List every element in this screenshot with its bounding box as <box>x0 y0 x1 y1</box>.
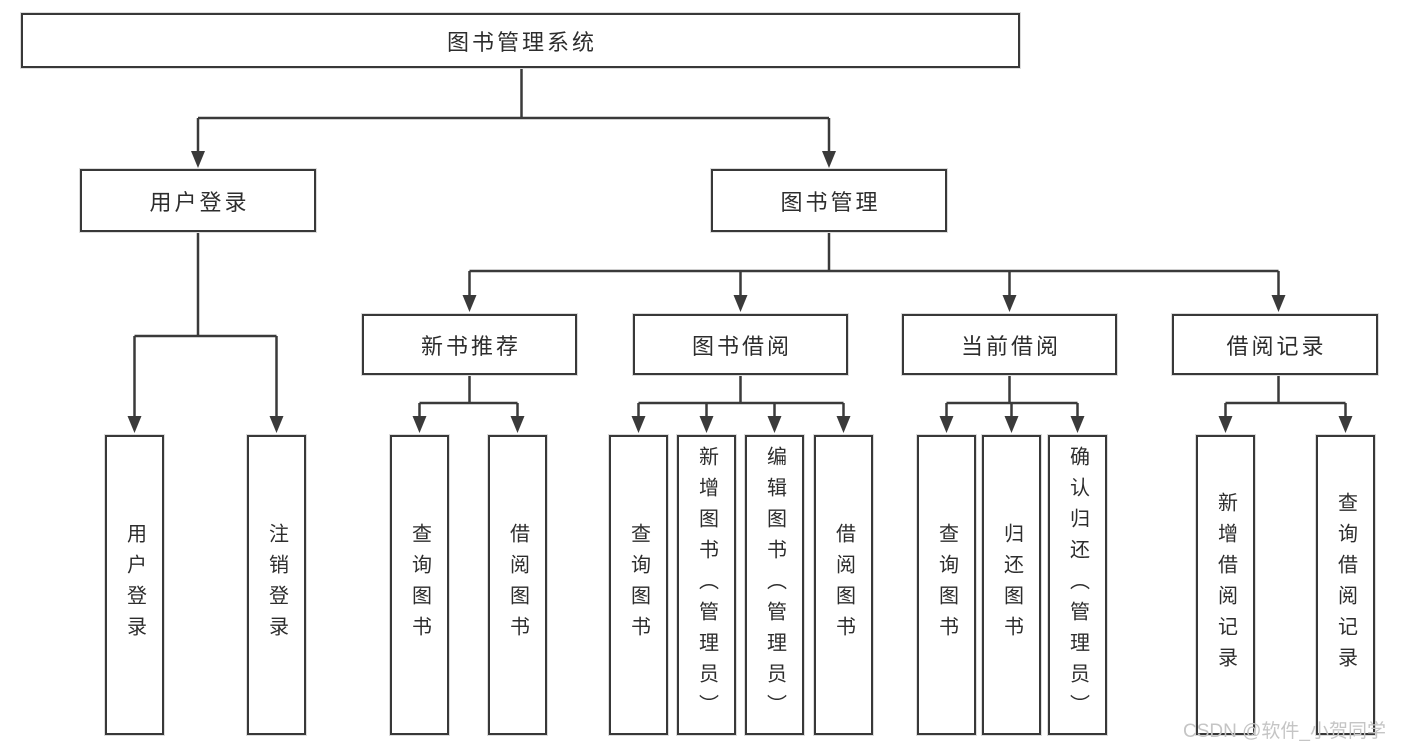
leaf-add-borrow-record-label: 新增借阅记录 <box>1214 492 1237 678</box>
leaf-query-books-2-label: 查询图书 <box>627 523 650 647</box>
watermark: CSDN @软件_小贺同学 <box>1183 721 1386 742</box>
arrowhead <box>1004 416 1019 433</box>
leaf-borrow-books-1-label: 借阅图书 <box>506 523 529 647</box>
node-book-borrow-label: 图书借阅 <box>691 333 792 359</box>
arrowhead <box>191 151 205 168</box>
node-user-login: 用户登录 <box>80 169 316 232</box>
leaf-user-login-label: 用户登录 <box>123 523 146 647</box>
arrowhead <box>127 416 142 433</box>
node-book-management: 图书管理 <box>711 169 947 232</box>
leaf-edit-books-admin-label: 编辑图书（管理员） <box>763 445 786 725</box>
leaf-edit-books-admin: 编辑图书（管理员） <box>745 435 804 735</box>
arrowhead <box>1338 416 1353 433</box>
node-book-borrow: 图书借阅 <box>633 314 848 375</box>
leaf-borrow-books-1: 借阅图书 <box>488 435 547 735</box>
node-root: 图书管理系统 <box>21 13 1020 68</box>
leaf-user-login: 用户登录 <box>105 435 164 735</box>
arrowhead <box>1218 416 1233 433</box>
arrowhead <box>822 151 836 168</box>
arrowhead <box>699 416 714 433</box>
arrowhead <box>510 416 525 433</box>
leaf-add-books-admin: 新增图书（管理员） <box>677 435 736 735</box>
leaf-logout-label: 注销登录 <box>265 523 288 647</box>
arrowhead <box>836 416 851 433</box>
leaf-query-books-3: 查询图书 <box>917 435 976 735</box>
leaf-query-borrow-record: 查询借阅记录 <box>1316 435 1375 735</box>
arrowhead <box>412 416 427 433</box>
leaf-return-books-label: 归还图书 <box>1000 523 1023 647</box>
leaf-borrow-books-2: 借阅图书 <box>814 435 873 735</box>
arrowhead <box>1002 295 1017 312</box>
arrowheads <box>127 151 1353 433</box>
leaf-add-books-admin-label: 新增图书（管理员） <box>695 445 718 725</box>
arrowhead <box>631 416 646 433</box>
arrowhead <box>767 416 782 433</box>
arrowhead <box>1070 416 1085 433</box>
leaf-return-books: 归还图书 <box>982 435 1041 735</box>
leaf-query-books-1-label: 查询图书 <box>408 523 431 647</box>
arrowhead <box>1271 295 1286 312</box>
node-current-borrow-label: 当前借阅 <box>960 333 1061 359</box>
node-new-book-recommend-label: 新书推荐 <box>420 333 521 359</box>
leaf-logout: 注销登录 <box>247 435 306 735</box>
node-book-management-label: 图书管理 <box>780 189 881 215</box>
leaf-add-borrow-record: 新增借阅记录 <box>1196 435 1255 735</box>
node-new-book-recommend: 新书推荐 <box>362 314 577 375</box>
node-current-borrow: 当前借阅 <box>902 314 1117 375</box>
arrowhead <box>939 416 954 433</box>
leaf-borrow-books-2-label: 借阅图书 <box>832 523 855 647</box>
node-borrow-records-label: 借阅记录 <box>1226 333 1327 359</box>
tree-edges <box>133 68 1347 417</box>
arrowhead <box>733 295 748 312</box>
node-user-login-label: 用户登录 <box>149 189 250 215</box>
leaf-confirm-return-admin: 确认归还（管理员） <box>1048 435 1107 735</box>
node-borrow-records: 借阅记录 <box>1172 314 1378 375</box>
arrowhead <box>269 416 284 433</box>
arrowhead <box>462 295 477 312</box>
leaf-query-books-2: 查询图书 <box>609 435 668 735</box>
leaf-query-borrow-record-label: 查询借阅记录 <box>1334 492 1357 678</box>
node-root-label: 图书管理系统 <box>446 29 597 55</box>
leaf-query-books-1: 查询图书 <box>390 435 449 735</box>
leaf-confirm-return-admin-label: 确认归还（管理员） <box>1066 445 1089 725</box>
leaf-query-books-3-label: 查询图书 <box>935 523 958 647</box>
